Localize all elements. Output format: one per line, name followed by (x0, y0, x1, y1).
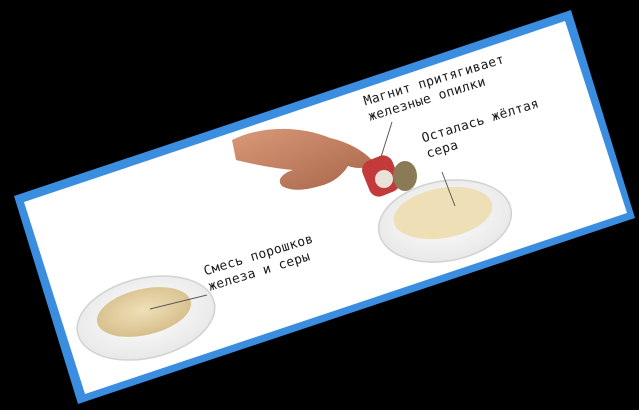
magnet-pole (375, 170, 393, 188)
iron-filings (393, 161, 417, 191)
